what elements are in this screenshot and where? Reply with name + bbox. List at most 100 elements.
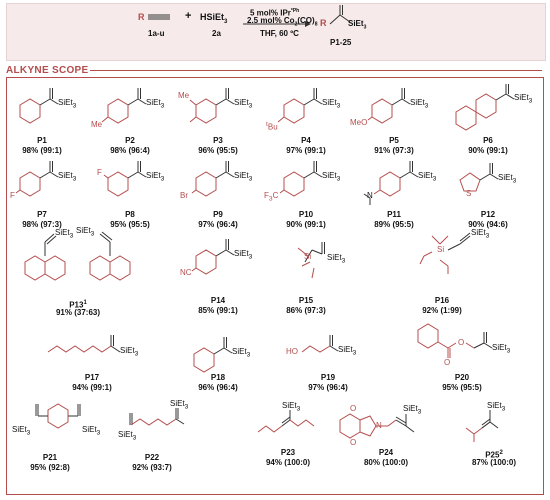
product-yield-p16: 92% (1:99) bbox=[422, 306, 462, 315]
p12-sulfur-atom: S bbox=[466, 189, 472, 198]
p7-fluoro-group: F bbox=[10, 191, 15, 200]
product-yield-p4: 97% (99:1) bbox=[286, 146, 326, 155]
p23-silyl-group: SiEt3 bbox=[282, 401, 301, 413]
p13b-silyl-group: SiEt3 bbox=[76, 226, 95, 238]
solvent-temperature-condition: THF, 60 ºC bbox=[260, 29, 299, 38]
p4-tbutyl-group: tBu bbox=[266, 121, 278, 132]
p19-hydroxy-group: HO bbox=[286, 347, 298, 356]
product-label-p20: P20 bbox=[454, 373, 470, 382]
structure-p12 bbox=[459, 163, 499, 192]
product-yield-p14: 85% (99:1) bbox=[198, 306, 238, 315]
p20-carbonyl-oxygen: O bbox=[444, 358, 451, 367]
p17-silyl-group: SiEt3 bbox=[120, 346, 139, 358]
product-label-p21: P21 bbox=[42, 453, 58, 462]
p12-silyl-group: SiEt3 bbox=[498, 173, 517, 185]
p14-silyl-group: SiEt3 bbox=[234, 249, 253, 261]
p10-trifluoromethyl-group: F3C bbox=[264, 191, 279, 203]
structure-p5 bbox=[367, 88, 411, 124]
product-yield-p17: 94% (99:1) bbox=[72, 383, 112, 392]
structure-p1 bbox=[19, 88, 59, 124]
substrate-alkyne-bond bbox=[148, 5, 351, 27]
product-label-p16: P16 bbox=[434, 296, 450, 305]
product-label-p12: P12 bbox=[480, 210, 496, 219]
product-label-p22: P22 bbox=[144, 453, 160, 462]
p2-silyl-group: SiEt3 bbox=[146, 98, 165, 110]
p21-left-silyl-group: SiEt3 bbox=[12, 425, 31, 437]
product-label-p2: P2 bbox=[125, 136, 135, 145]
structure-p22 bbox=[129, 408, 185, 426]
product-label-p19: P19 bbox=[320, 373, 336, 382]
product-yield-p18: 96% (96:4) bbox=[198, 383, 238, 392]
p5-silyl-group: SiEt3 bbox=[410, 98, 429, 110]
p9-silyl-group: SiEt3 bbox=[234, 171, 253, 183]
product-yield-p25: 87% (100:0) bbox=[471, 458, 517, 467]
product-label-p1: P1 bbox=[37, 136, 47, 145]
p25-silyl-group: SiEt3 bbox=[487, 401, 506, 413]
product-label-p6: P6 bbox=[483, 136, 493, 145]
product-label-p5: P5 bbox=[389, 136, 399, 145]
plus-sign: + bbox=[185, 10, 192, 22]
product-label-p15: P15 bbox=[298, 296, 314, 305]
silane-code: 2a bbox=[212, 29, 221, 38]
p4-silyl-group: SiEt3 bbox=[322, 98, 341, 110]
structure-p3 bbox=[189, 88, 235, 124]
p8-fluoro-group: F bbox=[97, 168, 102, 177]
structure-p18 bbox=[193, 337, 233, 373]
product-label-p3: P3 bbox=[213, 136, 223, 145]
product-label-p14: P14 bbox=[210, 296, 226, 305]
structure-p14 bbox=[191, 239, 235, 275]
product-label-p4: P4 bbox=[301, 136, 311, 145]
structure-p24 bbox=[339, 413, 415, 439]
p11-nitrogen-atom: N bbox=[367, 191, 373, 200]
product-label-p9: P9 bbox=[213, 210, 223, 219]
structure-p16 bbox=[419, 232, 471, 274]
silane-formula: HSiEt3 bbox=[200, 12, 228, 25]
reaction-scheme-header bbox=[6, 3, 546, 61]
catalyst-ligand-condition: 5 mol% IPr*Ph bbox=[250, 8, 300, 18]
p3-methyl-group: Me bbox=[178, 91, 190, 100]
structure-p6 bbox=[455, 84, 515, 131]
structure-p19 bbox=[301, 335, 339, 353]
structure-p7 bbox=[15, 161, 59, 197]
p22-right-silyl-group: SiEt3 bbox=[170, 399, 189, 411]
structure-p11 bbox=[363, 161, 419, 205]
product-yield-p11: 89% (95:5) bbox=[374, 220, 414, 229]
structure-p13-a bbox=[24, 233, 66, 281]
product-code: P1-25 bbox=[330, 38, 352, 47]
p19-silyl-group: SiEt3 bbox=[338, 345, 357, 357]
product-yield-p5: 91% (97:3) bbox=[374, 146, 414, 155]
p10-silyl-group: SiEt3 bbox=[322, 171, 341, 183]
p3-silyl-group: SiEt3 bbox=[234, 98, 253, 110]
product-yield-p1: 98% (99:1) bbox=[22, 146, 62, 155]
structure-p15 bbox=[297, 242, 325, 279]
structure-p8 bbox=[103, 161, 147, 197]
product-yield-p23: 94% (100:0) bbox=[265, 458, 311, 467]
p16-silyl-group: SiEt3 bbox=[471, 228, 490, 240]
p6-silyl-group: SiEt3 bbox=[514, 93, 533, 105]
structure-p13-b bbox=[89, 231, 131, 281]
p15-silicon-atom: Si bbox=[304, 252, 312, 261]
product-yield-p19: 97% (96:4) bbox=[308, 383, 348, 392]
product-label-p24: P24 bbox=[378, 448, 394, 457]
p15-silyl-group: SiEt3 bbox=[327, 253, 346, 265]
p1-silyl-group: SiEt3 bbox=[58, 98, 77, 110]
scope-title: ALKYNE SCOPE bbox=[6, 65, 89, 76]
p22-left-silyl-group: SiEt3 bbox=[118, 430, 137, 442]
product-yield-p2: 98% (96:4) bbox=[110, 146, 150, 155]
p24-silyl-group: SiEt3 bbox=[403, 404, 422, 416]
p9-bromo-group: Br bbox=[180, 191, 188, 200]
product-r-group: R bbox=[320, 18, 327, 28]
structure-p25 bbox=[465, 410, 499, 442]
p24-nitrogen-atom: N bbox=[376, 421, 382, 430]
product-label-p10: P10 bbox=[298, 210, 314, 219]
product-label-p18: P18 bbox=[210, 373, 226, 382]
structure-p20 bbox=[417, 323, 493, 358]
substrate-r-group: R bbox=[138, 12, 145, 22]
scope-title-rule bbox=[90, 70, 542, 71]
product-label-p7: P7 bbox=[37, 210, 47, 219]
product-yield-p8: 95% (95:5) bbox=[110, 220, 150, 229]
product-yield-p6: 90% (99:1) bbox=[468, 146, 508, 155]
p11-silyl-group: SiEt3 bbox=[418, 171, 437, 183]
